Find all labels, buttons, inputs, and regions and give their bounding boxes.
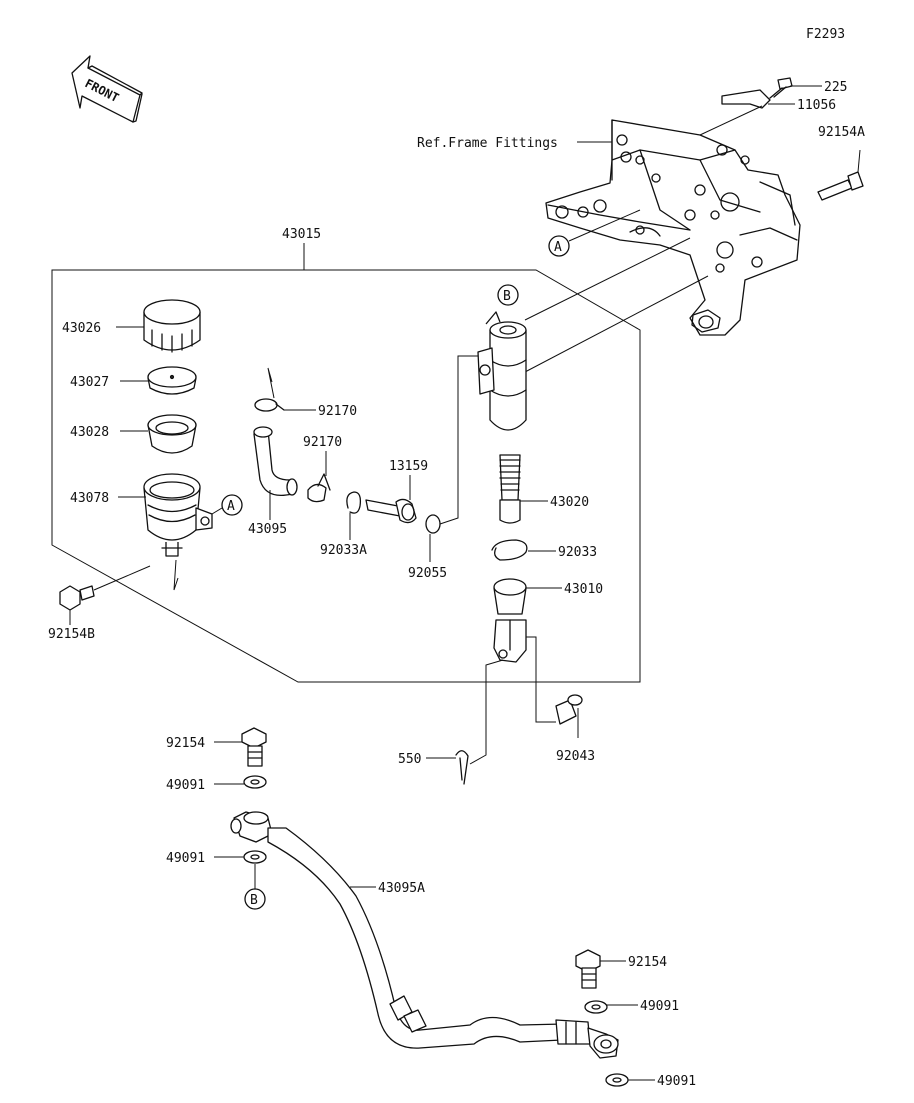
callout-b-cylinder: [497, 284, 519, 306]
frame-fittings-bracket: [545, 119, 801, 336]
leader-callout-a-reservoir: [211, 507, 223, 515]
clamp-92170-upper: [254, 367, 285, 412]
hose-43095: [253, 426, 298, 497]
washer-49091-b: [243, 850, 267, 864]
label-92154-lower: 92154: [628, 955, 667, 970]
callout-a-reservoir: [221, 494, 243, 516]
connector-550: [469, 659, 504, 765]
label-92033A: 92033A: [320, 543, 367, 558]
ref-frame-fittings-label: Ref.Frame Fittings: [417, 136, 558, 151]
label-49091-a: 49091: [166, 778, 205, 793]
banjo-fitting-lower: [587, 1027, 619, 1059]
washer-49091-c: [584, 1000, 608, 1014]
bolt-92154A: [817, 149, 864, 201]
label-92170-upper: 92170: [318, 404, 357, 419]
label-43010: 43010: [564, 582, 603, 597]
reservoir-43078: [143, 473, 213, 557]
label-92055: 92055: [408, 566, 447, 581]
reservoir-outlet-arrow: [173, 559, 179, 591]
label-43028: 43028: [70, 425, 109, 440]
label-13159: 13159: [389, 459, 428, 474]
reservoir-cap-43026: [143, 299, 201, 353]
hose-43095A: [267, 827, 591, 1049]
label-43026: 43026: [62, 321, 101, 336]
label-43015: 43015: [282, 227, 321, 242]
o-ring-92055: [425, 514, 441, 534]
bolt-92154B: [59, 585, 95, 611]
label-43095: 43095: [248, 522, 287, 537]
mount-lines: [524, 237, 709, 373]
label-11056: 11056: [797, 98, 836, 113]
label-49091-b: 49091: [166, 851, 205, 866]
label-92154-upper: 92154: [166, 736, 205, 751]
label-43078: 43078: [70, 491, 109, 506]
banjo-fitting-upper: [230, 811, 273, 843]
label-92170-lower: 92170: [303, 435, 342, 450]
push-rod-43010: [493, 578, 527, 663]
fitting-13159: [365, 498, 417, 524]
connector-92055: [439, 355, 478, 525]
label-49091-c: 49091: [640, 999, 679, 1014]
diaphragm-43027: [147, 366, 197, 395]
label-43020: 43020: [550, 495, 589, 510]
front-arrow-icon: FRONT: [71, 55, 143, 123]
assembly-outline-43015: [51, 269, 641, 683]
banjo-bolt-92154-upper: [241, 727, 267, 767]
clamp-92170-lower: [307, 473, 331, 503]
bolt-225: [769, 77, 793, 99]
label-92033: 92033: [558, 545, 597, 560]
label-43027: 43027: [70, 375, 109, 390]
circlip-92033: [491, 539, 528, 561]
callout-b-cylinder-text: B: [503, 289, 511, 304]
washer-49091-d: [605, 1073, 629, 1087]
diaphragm-43028: [147, 414, 197, 454]
label-92154A: 92154A: [818, 125, 865, 140]
label-92043: 92043: [556, 749, 595, 764]
master-cylinder-body: [477, 311, 527, 431]
leader-callout-a-frame: [568, 209, 641, 242]
figure-code: F2293: [806, 27, 845, 42]
label-92154B: 92154B: [48, 627, 95, 642]
connector-92043: [526, 636, 556, 723]
circlip-92033A: [346, 491, 362, 514]
callout-a-reservoir-text: A: [227, 499, 235, 514]
callout-b-hose-text: B: [250, 893, 258, 908]
callout-a-frame-text: A: [554, 240, 562, 255]
banjo-bolt-92154-lower: [575, 949, 601, 989]
clevis-pin-92043: [555, 694, 583, 725]
leader-92154B-mount: [93, 565, 151, 591]
callout-a-frame: [548, 235, 570, 257]
label-225: 225: [824, 80, 847, 95]
label-550: 550: [398, 752, 421, 767]
label-43095A: 43095A: [378, 881, 425, 896]
washer-49091-a: [243, 775, 267, 789]
label-49091-d: 49091: [657, 1074, 696, 1089]
piston-spring-43020: [499, 454, 521, 524]
cotter-pin-550: [455, 750, 469, 785]
clamp-11056: [721, 89, 771, 109]
leader-11056-bracket: [699, 105, 763, 136]
